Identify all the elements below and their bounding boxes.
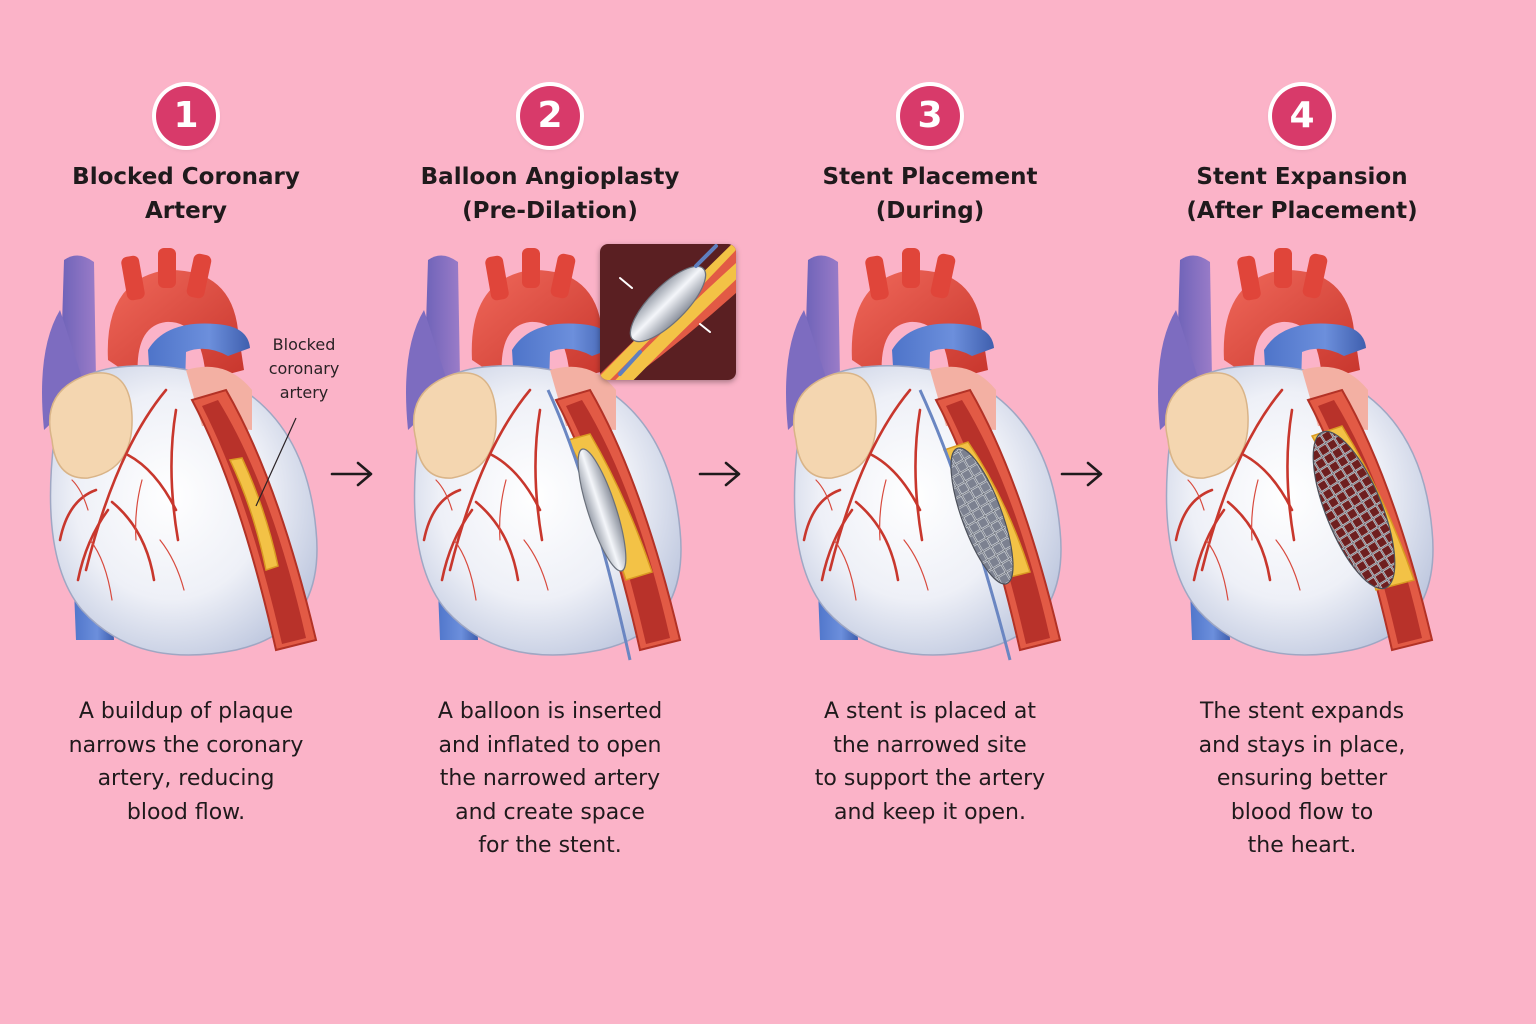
balloon: [577, 448, 627, 572]
heart-illustration-blocked: [16, 240, 356, 680]
heart-illustration-stent-placement: [760, 240, 1100, 661]
step-2: 2 Balloon Angioplasty (Pre-Dilation) A b…: [380, 0, 720, 1024]
step-number-badge: 3: [900, 86, 960, 146]
step-description: A buildup of plaque narrows the coronary…: [68, 699, 304, 825]
callout-label: Blocked coronary artery: [268, 335, 340, 402]
step-description: The stent expands and stays in place, en…: [1198, 699, 1406, 858]
step-title: Balloon Angioplasty (Pre-Dilation): [420, 164, 680, 224]
stent-mesh: [1312, 430, 1396, 590]
arrow-right-icon: [1060, 461, 1103, 487]
heart-illustration-balloon: [380, 240, 720, 661]
balloon-closeup-inset: [600, 244, 736, 380]
step-1: 1 Blocked Coronary Artery Blocked corona…: [16, 0, 356, 1024]
callout-leader-line: [255, 417, 297, 507]
step-description: A balloon is inserted and inflated to op…: [437, 699, 663, 858]
arrow-right-icon: [698, 461, 741, 487]
step-description: A stent is placed at the narrowed site t…: [814, 699, 1046, 825]
stent-mesh: [950, 447, 1014, 585]
step-number-badge: 1: [156, 86, 216, 146]
step-title: Blocked Coronary Artery: [72, 164, 300, 224]
step-number-badge: 4: [1272, 86, 1332, 146]
arrow-right-icon: [330, 461, 373, 487]
step-title: Stent Placement (During): [822, 164, 1038, 224]
step-title: Stent Expansion (After Placement): [1186, 164, 1418, 224]
heart-illustration-stent-expanded: [1132, 240, 1472, 680]
plaque-deposit: [228, 457, 279, 571]
step-4: 4 Stent Expansion (After Placement) The …: [1132, 0, 1472, 1024]
step-number-badge: 2: [520, 86, 580, 146]
step-3: 3 Stent Placement (During) A stent is pl…: [760, 0, 1100, 1024]
